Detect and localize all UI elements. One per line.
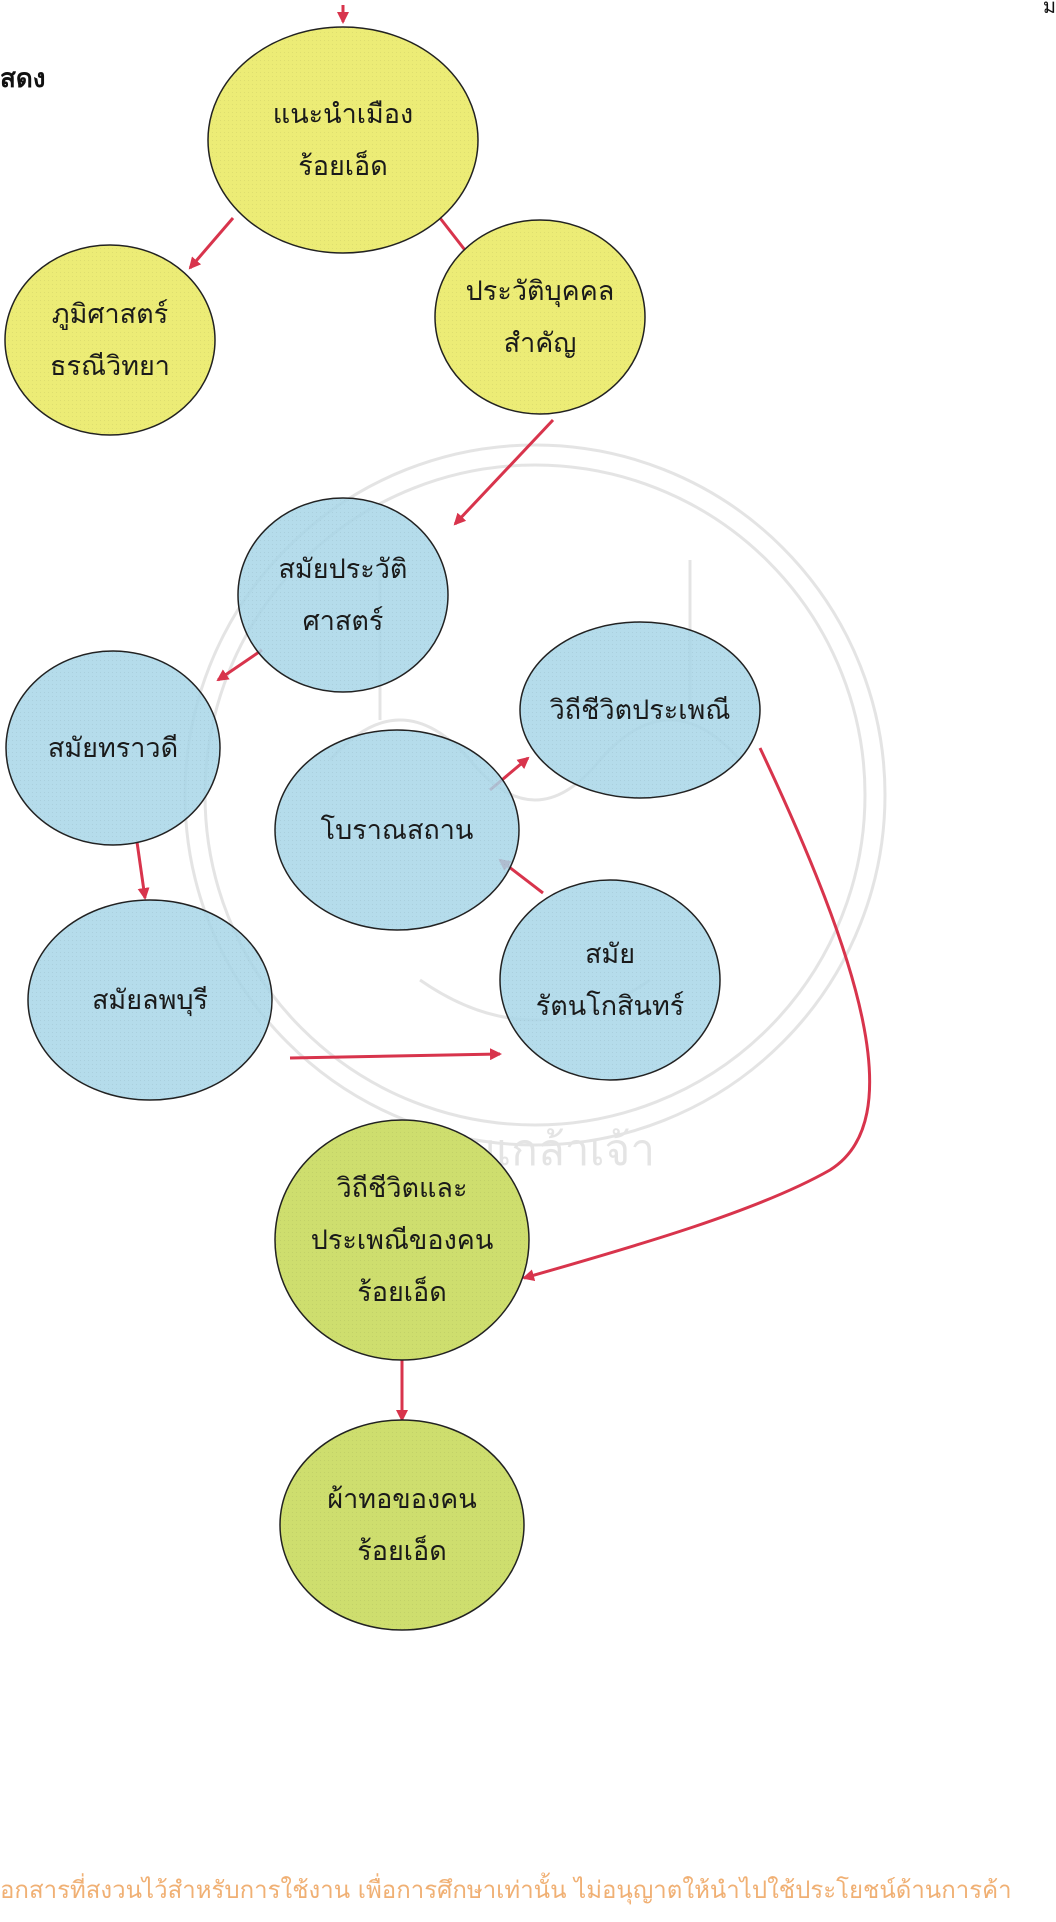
node-label-prehistory-line-0: สมัยประวัติ bbox=[279, 554, 408, 585]
node-label-ancient-line-0: โบราณสถาน bbox=[321, 815, 474, 846]
nodes-layer: แนะนำเมืองร้อยเอ็ดภูมิศาสตร์ธรณีวิทยาประ… bbox=[4, 26, 761, 1631]
node-label-geo-line-0: ภูมิศาสตร์ bbox=[52, 298, 168, 330]
node-rattanakosin: สมัยรัตนโกสินทร์ bbox=[499, 879, 721, 1081]
node-texture-lopburi bbox=[28, 900, 272, 1100]
edge-lifestyle-to-way_of_life bbox=[522, 747, 872, 1282]
node-texture-prehistory bbox=[238, 498, 448, 692]
node-label-way_of_life-line-2: ร้อยเอ็ด bbox=[357, 1274, 447, 1308]
node-label-dvaravati-line-0: สมัยทราวดี bbox=[48, 733, 178, 764]
node-texture-dvaravati bbox=[6, 651, 220, 845]
edge-people-to-prehistory bbox=[453, 418, 555, 526]
node-label-intro-line-1: ร้อยเอ็ด bbox=[298, 148, 388, 182]
node-prehistory: สมัยประวัติศาสตร์ bbox=[237, 497, 449, 693]
node-texture-people bbox=[435, 220, 645, 414]
page-number-fragment: ม bbox=[1042, 0, 1056, 18]
node-texture-lifestyle bbox=[520, 622, 760, 798]
node-label-prehistory-line-1: ศาสตร์ bbox=[303, 605, 384, 637]
node-label-way_of_life-line-0: วิถีชีวิตและ bbox=[337, 1173, 468, 1204]
node-label-textile-line-1: ร้อยเอ็ด bbox=[357, 1533, 447, 1567]
node-label-rattanakosin-line-1: รัตนโกสินทร์ bbox=[536, 990, 685, 1022]
node-texture-textile bbox=[280, 1420, 524, 1630]
node-label-rattanakosin-line-0: สมัย bbox=[585, 939, 635, 970]
edges-layer bbox=[135, 5, 872, 1422]
node-label-people-line-1: สำคัญ bbox=[504, 328, 577, 359]
node-texture-ancient bbox=[275, 730, 519, 930]
node-geo: ภูมิศาสตร์ธรณีวิทยา bbox=[4, 244, 216, 436]
node-label-way_of_life-line-1: ประเพณีของคน bbox=[311, 1225, 494, 1256]
node-label-lopburi-line-0: สมัยลพบุรี bbox=[92, 985, 208, 1017]
node-lifestyle: วิถีชีวิตประเพณี bbox=[519, 621, 761, 799]
edge-prehistory-to-dvaravati bbox=[216, 648, 263, 682]
node-lopburi: สมัยลพบุรี bbox=[27, 899, 273, 1101]
node-texture-rattanakosin bbox=[500, 880, 720, 1080]
node-texture-way_of_life bbox=[275, 1120, 529, 1360]
node-label-textile-line-0: ผ้าทอของคน bbox=[327, 1484, 476, 1515]
page-heading-fragment: สดง bbox=[0, 64, 46, 94]
node-label-geo-line-1: ธรณีวิทยา bbox=[50, 351, 170, 382]
node-dvaravati: สมัยทราวดี bbox=[5, 650, 221, 846]
edge-intro-to-geo bbox=[188, 217, 235, 270]
node-texture-geo bbox=[5, 245, 215, 435]
node-texture-intro bbox=[208, 27, 478, 253]
node-label-intro-line-0: แนะนำเมือง bbox=[273, 99, 413, 130]
node-ancient: โบราณสถาน bbox=[274, 729, 520, 931]
footer-disclaimer: อกสารที่สงวนไว้สำหรับการใช้งาน เพื่อการศ… bbox=[0, 1876, 1012, 1904]
edge-lopburi-to-rattanakosin bbox=[289, 1048, 502, 1061]
node-label-people-line-0: ประวัติบุคคล bbox=[466, 276, 615, 308]
node-intro: แนะนำเมืองร้อยเอ็ด bbox=[207, 26, 479, 254]
node-label-lifestyle-line-0: วิถีชีวิตประเพณี bbox=[550, 695, 731, 726]
edge-dvaravati-to-lopburi bbox=[135, 841, 150, 900]
